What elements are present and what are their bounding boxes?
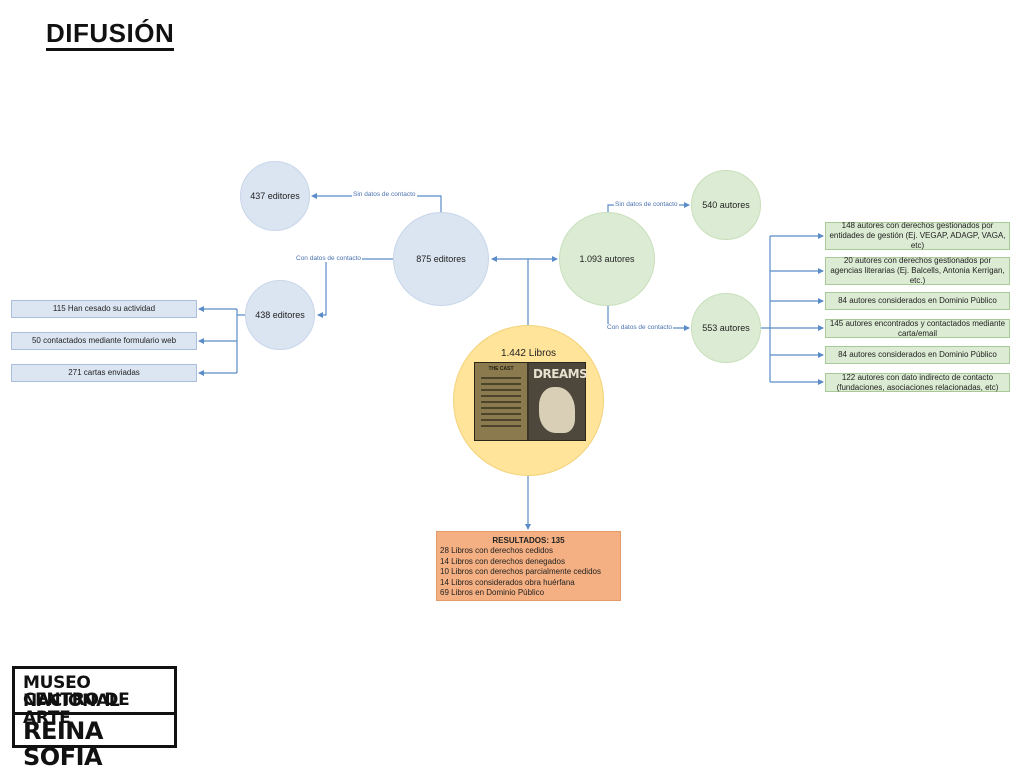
node-label: 553 autores bbox=[702, 323, 750, 333]
arrow-libros-to-editores bbox=[491, 256, 529, 325]
node-875-editores: 875 editores bbox=[393, 212, 489, 306]
editor-outcome-box: 115 Han cesado su actividad bbox=[11, 300, 197, 318]
museo-reina-sofia-logo: MUSEO NACIONAL CENTRO DE ARTE REINA SOFI… bbox=[12, 666, 177, 770]
edge-label-con-datos-editores: Con datos de contacto bbox=[295, 255, 363, 262]
arrow-con-datos-editores bbox=[317, 258, 393, 318]
edge-label-con-datos-autores: Con datos de contacto bbox=[606, 324, 674, 331]
logo-line-3: REINA SOFIA bbox=[23, 717, 103, 771]
book-covers-image: THE CAST DREAMS bbox=[474, 362, 588, 441]
book-cover-right-title: DREAMS bbox=[533, 367, 588, 381]
author-outcome-box: 84 autores considerados en Dominio Públi… bbox=[825, 346, 1010, 364]
author-outcome-box: 145 autores encontrados y contactados me… bbox=[825, 319, 1010, 338]
node-label: 437 editores bbox=[250, 191, 300, 201]
editor-outcome-box: 50 contactados mediante formulario web bbox=[11, 332, 197, 350]
author-outcome-box: 84 autores considerados en Dominio Públi… bbox=[825, 292, 1010, 310]
results-box: RESULTADOS: 135 28 Libros con derechos c… bbox=[436, 531, 621, 601]
arrow-sin-datos-editores bbox=[311, 193, 442, 212]
node-553-autores: 553 autores bbox=[691, 293, 761, 363]
edge-label-sin-datos-autores: Sin datos de contacto bbox=[614, 201, 679, 208]
edge-label-sin-datos-editores: Sin datos de contacto bbox=[352, 191, 417, 198]
book-cover-left: THE CAST bbox=[475, 363, 527, 440]
logo-line-1: MUSEO NACIONAL bbox=[23, 673, 120, 711]
results-line: 10 Libros con derechos parcialmente cedi… bbox=[440, 567, 601, 577]
editor-outcome-box: 271 cartas enviadas bbox=[11, 364, 197, 382]
author-outcome-box: 148 autores con derechos gestionados por… bbox=[825, 221, 1010, 250]
node-438-editores: 438 editores bbox=[245, 280, 315, 350]
node-label: 1.442 Libros bbox=[500, 348, 557, 359]
node-1093-autores: 1.093 autores bbox=[559, 212, 655, 306]
results-line: 28 Libros con derechos cedidos bbox=[440, 546, 553, 556]
results-line: 14 Libros considerados obra huérfana bbox=[440, 577, 575, 587]
page-title: DIFUSIÓN bbox=[46, 18, 175, 51]
arrow-438-outcomes bbox=[199, 308, 245, 374]
node-label: 1.093 autores bbox=[579, 254, 635, 264]
node-437-editores: 437 editores bbox=[240, 161, 310, 231]
results-line: 69 Libros en Dominio Público bbox=[440, 588, 545, 598]
arrow-553-outcomes bbox=[761, 236, 771, 382]
book-cover-right: DREAMS bbox=[529, 363, 588, 440]
node-1442-libros: 1.442 Libros THE CAST DREAMS bbox=[453, 325, 604, 476]
node-540-autores: 540 autores bbox=[691, 170, 761, 240]
author-outcome-box: 20 autores con derechos gestionados por … bbox=[825, 256, 1010, 285]
book-cover-left-title: THE CAST bbox=[488, 366, 514, 372]
node-label: 438 editores bbox=[255, 310, 305, 320]
node-label: 875 editores bbox=[416, 254, 466, 264]
node-label: 540 autores bbox=[702, 200, 750, 210]
logo-divider bbox=[15, 712, 174, 715]
author-outcome-box: 122 autores con dato indirecto de contac… bbox=[825, 373, 1010, 392]
results-title: RESULTADOS: 135 bbox=[492, 536, 565, 545]
results-line: 14 Libros con derechos denegados bbox=[440, 556, 565, 566]
